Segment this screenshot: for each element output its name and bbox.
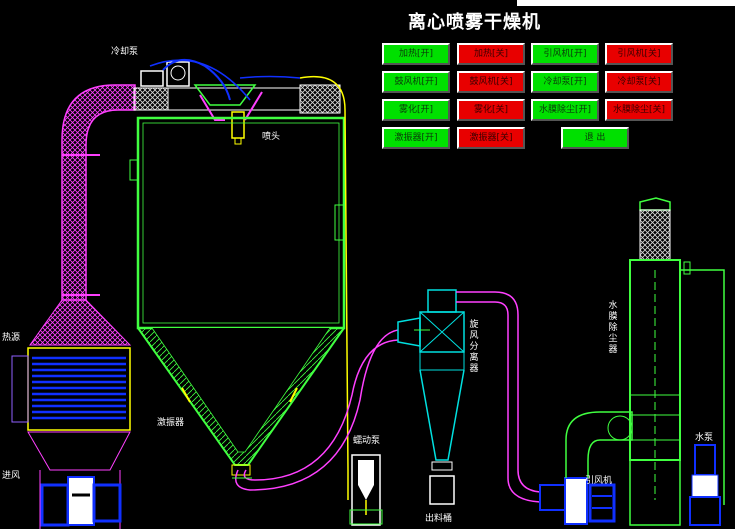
spray-head-label: 喷头	[262, 132, 281, 142]
cooling-pump-unit	[140, 59, 251, 101]
air-inlet-label: 进风	[2, 471, 21, 481]
heater-box	[11, 347, 131, 529]
blower-fan	[40, 476, 122, 527]
atomize-on-button[interactable]: 雾化[开]	[382, 99, 450, 121]
water-film-collector-label: 水膜除尘器	[608, 301, 618, 355]
drying-chamber	[129, 116, 346, 476]
induced-fan-on-button[interactable]: 引风机[开]	[531, 43, 599, 65]
air-inlet-duct	[29, 84, 136, 346]
exhaust-duct	[456, 291, 541, 503]
induced-fan-off-button[interactable]: 引风机[关]	[605, 43, 673, 65]
cyclone-label: 旋风分离器	[469, 320, 479, 374]
exit-button[interactable]: 退 出	[561, 127, 629, 149]
cooling-pump-on-button[interactable]: 冷却泵[开]	[531, 71, 599, 93]
water-pump-label: 水泵	[695, 433, 714, 443]
peristaltic-pump-label: 蠕动泵	[353, 436, 381, 446]
cooling-pump-label: 冷却泵	[111, 47, 139, 57]
water-film-on-button[interactable]: 水膜除尘[开]	[531, 99, 599, 121]
agitator-on-button[interactable]: 激振器[开]	[382, 127, 450, 149]
cyclone-separator	[397, 289, 465, 505]
atomize-off-button[interactable]: 雾化[关]	[457, 99, 525, 121]
water-film-off-button[interactable]: 水膜除尘[关]	[605, 99, 673, 121]
blower-off-button[interactable]: 鼓风机[关]	[457, 71, 525, 93]
heat-off-button[interactable]: 加热[关]	[457, 43, 525, 65]
induced-fan-unit	[539, 411, 633, 525]
induced-fan-label: 引风机	[585, 476, 613, 486]
heat-on-button[interactable]: 加热[开]	[382, 43, 450, 65]
cooling-pump-off-button[interactable]: 冷却泵[关]	[605, 71, 673, 93]
feed-line	[239, 75, 349, 500]
blower-on-button[interactable]: 鼓风机[开]	[382, 71, 450, 93]
peristaltic-pump-unit	[349, 454, 383, 526]
product-duct	[235, 329, 399, 491]
heat-source-label: 热源	[2, 333, 21, 343]
agitator-off-button[interactable]: 激振器[关]	[457, 127, 525, 149]
green-arrows	[232, 329, 430, 479]
water-pump-unit	[689, 444, 721, 526]
page-title: 离心喷雾干燥机	[408, 12, 541, 33]
chamber-top-plate	[133, 84, 341, 145]
vibrator-label: 激振器	[157, 418, 185, 428]
top-window-strip	[517, 0, 735, 6]
water-film-collector	[629, 197, 725, 526]
discharge-barrel-label: 出料桶	[425, 514, 453, 524]
